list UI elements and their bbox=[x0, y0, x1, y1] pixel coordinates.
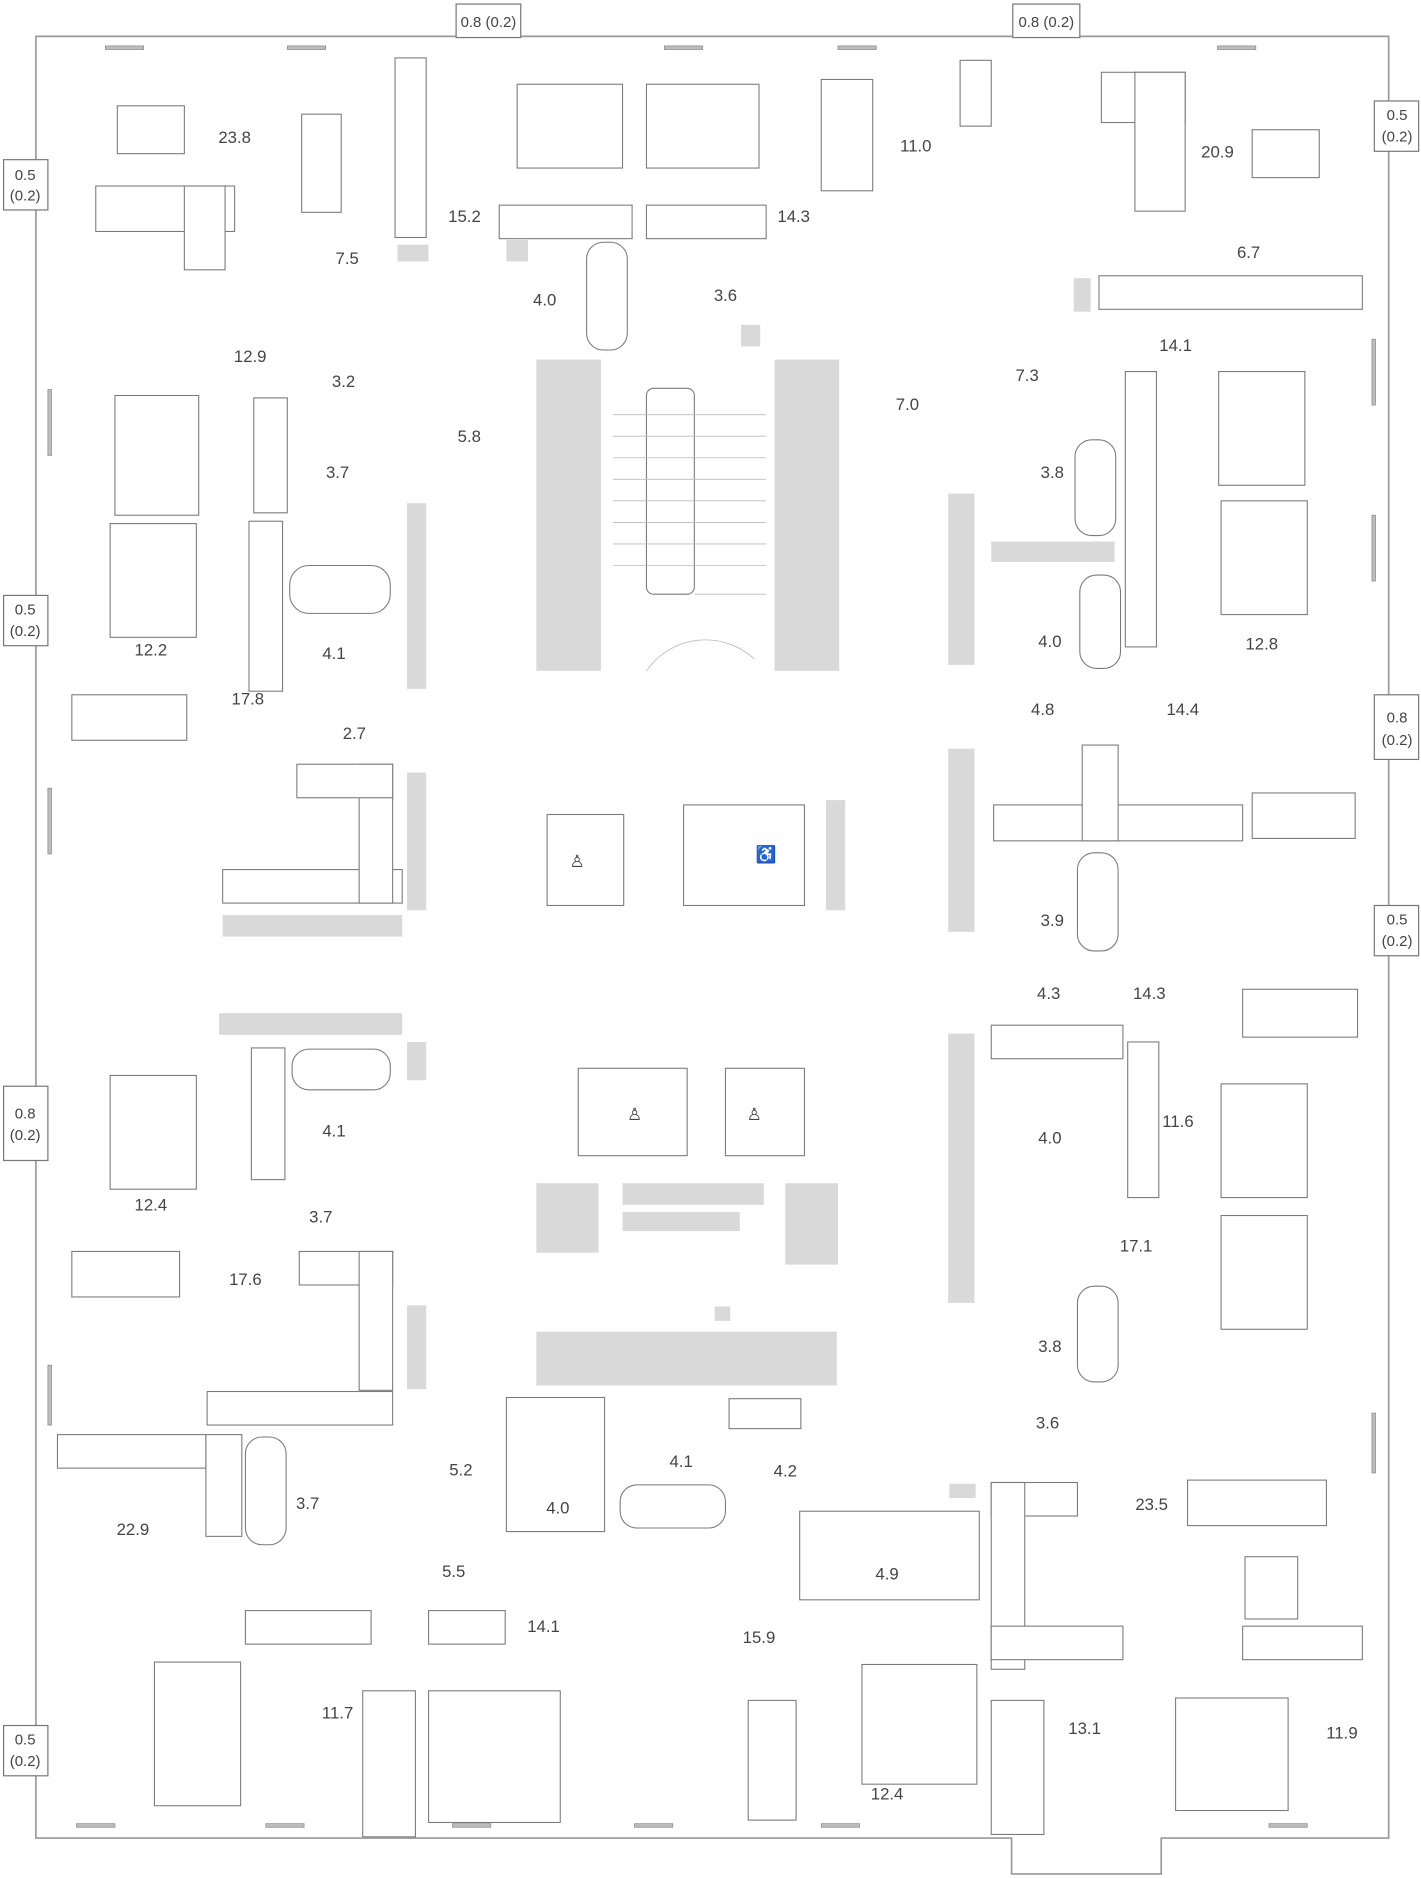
outer-wall bbox=[35, 35, 1390, 1875]
window-label: 0.8 (0.2) bbox=[455, 3, 522, 39]
room-area: 14.3 bbox=[777, 207, 810, 226]
room-area: 7.3 bbox=[1015, 366, 1038, 385]
room-area: 13.1 bbox=[1068, 1719, 1101, 1738]
svg-text:(0.2): (0.2) bbox=[1382, 732, 1413, 749]
room-area: 4.0 bbox=[1038, 1129, 1061, 1148]
person-icon: ♙ bbox=[747, 1105, 762, 1124]
svg-text:(0.2): (0.2) bbox=[10, 1127, 41, 1144]
svg-text:0.8 (0.2): 0.8 (0.2) bbox=[1018, 14, 1074, 31]
room-area: 4.3 bbox=[1037, 984, 1060, 1003]
room-area: 17.6 bbox=[229, 1270, 262, 1289]
svg-text:0.5: 0.5 bbox=[15, 1732, 36, 1749]
room-area: 15.2 bbox=[448, 207, 481, 226]
room-area: 2.7 bbox=[343, 724, 366, 743]
room-area: 11.0 bbox=[900, 136, 931, 155]
room-area: 14.1 bbox=[1159, 336, 1192, 355]
svg-text:0.8: 0.8 bbox=[1387, 709, 1408, 726]
room-area: 7.5 bbox=[336, 249, 359, 268]
person-icon: ♙ bbox=[570, 852, 585, 871]
room-area: 11.6 bbox=[1162, 1112, 1193, 1131]
room-area: 4.2 bbox=[774, 1462, 797, 1481]
room-area: 3.7 bbox=[309, 1208, 332, 1227]
svg-text:(0.2): (0.2) bbox=[1382, 129, 1413, 146]
room-area: 14.1 bbox=[527, 1617, 560, 1636]
room-area: 22.9 bbox=[117, 1520, 150, 1539]
room-area: 4.1 bbox=[322, 1122, 345, 1141]
room-area: 14.4 bbox=[1166, 700, 1199, 719]
person-icon: ♙ bbox=[627, 1105, 642, 1124]
room-area: 4.9 bbox=[875, 1564, 898, 1583]
room-area: 3.8 bbox=[1038, 1337, 1061, 1356]
window-label: 0.5 (0.2) bbox=[2, 159, 49, 211]
room-area: 4.0 bbox=[533, 291, 556, 310]
room-area: 5.5 bbox=[442, 1562, 465, 1581]
furniture bbox=[56, 57, 1363, 1838]
wheelchair-icon: ♿ bbox=[756, 844, 777, 864]
room-area: 23.5 bbox=[1135, 1495, 1168, 1514]
window-label: 0.8 (0.2) bbox=[1373, 694, 1420, 761]
room-area: 12.4 bbox=[871, 1785, 904, 1804]
room-area: 23.8 bbox=[218, 128, 251, 147]
svg-text:0.8 (0.2): 0.8 (0.2) bbox=[461, 14, 517, 31]
room-area: 12.8 bbox=[1245, 634, 1278, 653]
svg-text:(0.2): (0.2) bbox=[10, 1753, 41, 1770]
window-label: 0.8 (0.2) bbox=[2, 1085, 49, 1162]
room-area: 7.0 bbox=[896, 395, 919, 414]
room-area: 11.7 bbox=[322, 1703, 353, 1722]
room-area: 3.9 bbox=[1041, 911, 1064, 930]
room-area: 20.9 bbox=[1201, 142, 1234, 161]
room-area: 3.7 bbox=[326, 463, 349, 482]
window-label: 0.5 (0.2) bbox=[2, 594, 49, 647]
staircase bbox=[612, 387, 767, 672]
room-area: 14.3 bbox=[1133, 984, 1166, 1003]
svg-text:0.5: 0.5 bbox=[15, 167, 36, 184]
room-area: 4.0 bbox=[546, 1499, 569, 1518]
room-area: 17.1 bbox=[1120, 1236, 1153, 1255]
room-area: 11.9 bbox=[1326, 1724, 1357, 1743]
elevators: ♙ ♿ ♙ ♙ bbox=[546, 804, 806, 1157]
svg-text:0.5: 0.5 bbox=[1387, 912, 1408, 929]
window-label: 0.5 (0.2) bbox=[1373, 100, 1420, 152]
svg-text:(0.2): (0.2) bbox=[10, 187, 41, 204]
svg-text:(0.2): (0.2) bbox=[10, 623, 41, 640]
room-area: 4.8 bbox=[1031, 700, 1054, 719]
svg-text:0.5: 0.5 bbox=[15, 602, 36, 619]
room-area-labels: 23.8 7.5 15.2 4.0 3.6 14.3 11.0 20.9 6.7… bbox=[117, 128, 1358, 1804]
svg-text:(0.2): (0.2) bbox=[1382, 933, 1413, 950]
room-area: 3.6 bbox=[714, 286, 737, 305]
room-area: 4.1 bbox=[322, 644, 345, 663]
room-area: 12.9 bbox=[234, 347, 267, 366]
room-area: 12.4 bbox=[135, 1196, 168, 1215]
room-area: 3.8 bbox=[1041, 463, 1064, 482]
room-area: 15.9 bbox=[743, 1628, 776, 1647]
window-label: 0.5 (0.2) bbox=[1373, 904, 1420, 957]
structural-columns bbox=[219, 239, 1115, 1499]
window-label: 0.8 (0.2) bbox=[1012, 3, 1081, 39]
room-area: 4.1 bbox=[670, 1452, 693, 1471]
room-area: 6.7 bbox=[1237, 243, 1260, 262]
room-area: 5.2 bbox=[449, 1460, 472, 1479]
room-area: 12.2 bbox=[135, 640, 168, 659]
room-area: 5.8 bbox=[458, 427, 481, 446]
room-area: 3.7 bbox=[296, 1494, 319, 1513]
room-area: 3.6 bbox=[1036, 1414, 1059, 1433]
room-area: 17.8 bbox=[232, 689, 265, 708]
svg-text:0.5: 0.5 bbox=[1387, 107, 1408, 124]
window-label: 0.5 (0.2) bbox=[2, 1724, 49, 1777]
windows-openings bbox=[47, 45, 1376, 1828]
room-area: 3.2 bbox=[332, 372, 355, 391]
room-area: 4.0 bbox=[1038, 632, 1061, 651]
svg-text:0.8: 0.8 bbox=[15, 1106, 36, 1123]
